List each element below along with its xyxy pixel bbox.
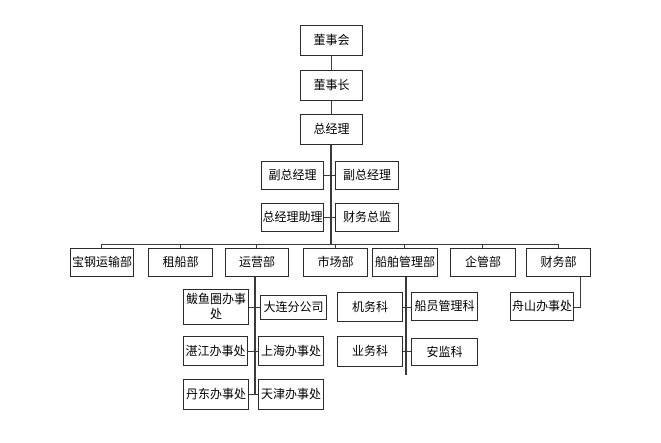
connector-ship-mgmt-row1 [403,307,411,308]
node-dept-ship-management: 船舶管理部 [372,248,438,277]
node-section-business-label: 业务科 [351,344,388,358]
connector-drop-baosteel [101,244,102,249]
connector-operations-row2 [248,351,260,352]
node-gm-assistant: 总经理助理 [261,203,324,232]
connector-finance-elbow-v [580,277,581,308]
connector-departments-bus [101,244,559,245]
connector-drop-operations [256,244,257,249]
node-dept-marketing-label: 市场部 [317,255,354,269]
node-branch-dalian-label: 大连分公司 [263,300,324,314]
connector-operations-row3 [248,394,260,395]
node-chairman: 董事长 [300,70,363,101]
node-office-shanghai-label: 上海办事处 [260,343,321,358]
connector-board-chairman [331,56,332,70]
connector-ship-mgmt-trunk [405,277,407,375]
node-section-business: 业务科 [337,336,403,367]
node-gm-assistant-label: 总经理助理 [262,210,323,224]
connector-deputy-gm-row [324,175,338,176]
node-chairman-label: 董事长 [313,78,350,92]
node-office-bayuquan-label: 鲅鱼圈办事处 [185,292,246,321]
node-dept-baosteel-transport: 宝钢运输部 [70,248,134,277]
node-board: 董事会 [300,25,363,56]
connector-assistant-row [324,217,338,218]
connector-finance-elbow-h [574,307,581,308]
node-office-dandong: 丹东办事处 [183,379,249,410]
node-dept-chartering: 租船部 [148,248,213,277]
node-dept-chartering-label: 租船部 [162,255,199,269]
node-general-manager: 总经理 [300,114,363,145]
connector-drop-finance [558,244,559,249]
node-office-zhoushan-label: 舟山办事处 [511,299,572,313]
connector-drop-marketing [335,244,336,249]
node-dept-finance-label: 财务部 [540,255,577,269]
node-section-safety-supervision-label: 安监科 [426,344,463,359]
node-office-tianjin: 天津办事处 [258,379,324,410]
node-deputy-gm-left-label: 副总经理 [268,168,317,182]
node-section-engineering-label: 机务科 [351,299,388,314]
node-dept-finance: 财务部 [526,248,591,277]
connector-drop-ship-mgmt [404,244,405,249]
node-office-bayuquan: 鲅鱼圈办事处 [183,289,249,325]
connector-operations-trunk [254,277,256,394]
connector-drop-chartering [180,244,181,249]
connector-gm-trunk [330,145,332,244]
node-finance-director-label: 财务总监 [342,210,391,224]
node-dept-operations: 运营部 [225,248,289,277]
node-dept-enterprise-management: 企管部 [450,248,516,277]
connector-drop-enterprise [482,244,483,249]
node-dept-operations-label: 运营部 [238,255,275,269]
node-branch-dalian: 大连分公司 [260,295,327,320]
node-deputy-gm-left: 副总经理 [261,161,324,190]
node-deputy-gm-right-label: 副总经理 [342,168,391,182]
node-section-safety-supervision: 安监科 [411,338,478,366]
node-section-crew-management-label: 船员管理科 [414,299,475,313]
node-general-manager-label: 总经理 [313,122,350,136]
node-office-shanghai: 上海办事处 [258,336,324,366]
node-section-engineering: 机务科 [337,292,403,322]
node-dept-marketing: 市场部 [303,248,368,277]
node-office-zhoushan: 舟山办事处 [510,292,574,321]
node-dept-enterprise-management-label: 企管部 [464,255,501,269]
node-office-dandong-label: 丹东办事处 [185,387,246,401]
connector-ship-mgmt-row2 [403,351,411,352]
node-deputy-gm-right: 副总经理 [335,161,399,190]
connector-operations-row1 [248,307,260,308]
node-office-zhanjiang-label: 湛江办事处 [185,343,246,358]
connector-chairman-gm [331,101,332,114]
node-section-crew-management: 船员管理科 [411,292,478,321]
node-finance-director: 财务总监 [335,203,399,232]
node-board-label: 董事会 [313,33,350,47]
node-office-tianjin-label: 天津办事处 [260,387,321,401]
node-dept-ship-management-label: 船舶管理部 [374,255,435,269]
node-dept-baosteel-transport-label: 宝钢运输部 [71,255,132,269]
node-office-zhanjiang: 湛江办事处 [183,336,248,366]
